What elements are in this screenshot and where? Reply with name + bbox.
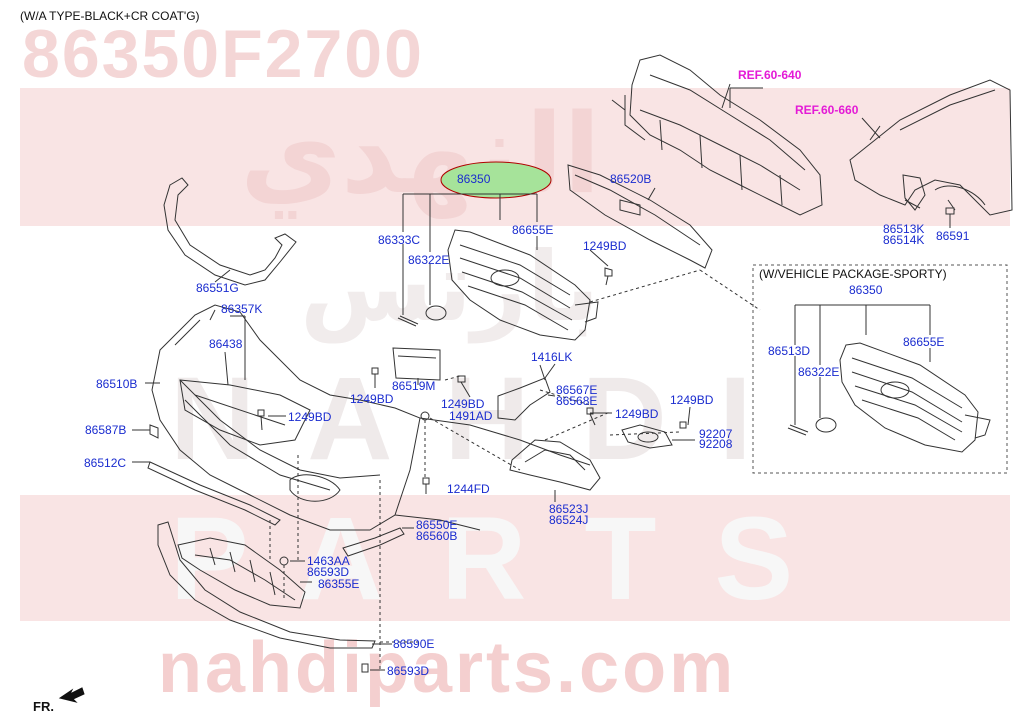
bolt-1249BD-e bbox=[586, 407, 596, 426]
label-86520B[interactable]: 86520B bbox=[610, 172, 652, 186]
label-86519M[interactable]: 86519M bbox=[392, 379, 436, 393]
label-86551G[interactable]: 86551G bbox=[196, 281, 239, 295]
label-1249BD-a[interactable]: 1249BD bbox=[583, 239, 627, 253]
label-86513D[interactable]: 86513D bbox=[768, 344, 811, 358]
watermark-website: nahdiparts.com bbox=[158, 628, 737, 708]
label-1249BD-e[interactable]: 1249BD bbox=[615, 407, 659, 421]
label-ref-60-640[interactable]: REF.60-640 bbox=[738, 68, 802, 82]
label-86655E-main[interactable]: 86655E bbox=[512, 223, 554, 237]
label-86591[interactable]: 86591 bbox=[936, 229, 970, 243]
watermark-part-number: 86350F2700 bbox=[22, 16, 424, 92]
bolt-1249BD-c bbox=[457, 375, 471, 398]
lower-strip-86512C bbox=[147, 461, 281, 526]
screw-1244FD bbox=[422, 477, 430, 494]
sporty-grille-drawing bbox=[839, 342, 991, 453]
label-86593D-a[interactable]: 86593D bbox=[307, 565, 350, 579]
leader-lines-86350 bbox=[402, 193, 538, 315]
label-1463AA[interactable]: 1463AA bbox=[307, 554, 350, 568]
front-carrier-drawing bbox=[611, 54, 823, 216]
fender-drawing bbox=[849, 79, 1013, 216]
label-86333C[interactable]: 86333C bbox=[378, 233, 421, 247]
front-arrow-icon bbox=[58, 687, 85, 703]
label-86590E[interactable]: 86590E bbox=[393, 637, 435, 651]
label-86322E-sporty[interactable]: 86322E bbox=[798, 365, 840, 379]
label-1249BD-b[interactable]: 1249BD bbox=[350, 392, 394, 406]
label-86355E[interactable]: 86355E bbox=[318, 577, 360, 591]
label-92208[interactable]: 92208 bbox=[699, 437, 733, 451]
label-86513K[interactable]: 86513K bbox=[883, 222, 925, 236]
impact-beam-drawing bbox=[567, 164, 713, 269]
watermark-parts-word: PARTS bbox=[170, 493, 852, 625]
label-1249BD-f[interactable]: 1249BD bbox=[670, 393, 714, 407]
watermark-arabic-brand: النهدي bbox=[240, 93, 601, 216]
label-ref-60-660[interactable]: REF.60-660 bbox=[795, 103, 859, 117]
side-bracket-drawing bbox=[497, 364, 551, 421]
label-86567E[interactable]: 86567E bbox=[556, 383, 598, 397]
front-direction-label: FR. bbox=[33, 699, 54, 714]
label-1249BD-d[interactable]: 1249BD bbox=[288, 410, 332, 424]
label-86655E-sporty[interactable]: 86655E bbox=[903, 335, 945, 349]
label-86587B[interactable]: 86587B bbox=[85, 423, 127, 437]
energy-absorber-drawing bbox=[177, 537, 306, 609]
label-86523J[interactable]: 86523J bbox=[549, 502, 589, 516]
grille-moulding-drawing bbox=[163, 177, 297, 286]
label-1244FD[interactable]: 1244FD bbox=[447, 482, 490, 496]
bolt-1249BD-f bbox=[679, 421, 687, 429]
diagram-caption: (W/A TYPE-BLACK+CR COAT'G) bbox=[20, 9, 200, 23]
dashed-guides bbox=[269, 269, 761, 672]
bolt-1249BD-d bbox=[257, 409, 265, 431]
license-bracket-drawing bbox=[392, 347, 441, 381]
clip-86587B bbox=[149, 424, 159, 439]
label-leaders bbox=[132, 87, 951, 671]
fog-lamp-drawing bbox=[621, 424, 673, 449]
bolt-1249BD-b bbox=[371, 367, 379, 388]
label-1249BD-c[interactable]: 1249BD bbox=[441, 397, 485, 411]
bolt-86591 bbox=[945, 207, 955, 222]
label-86593D-b[interactable]: 86593D bbox=[387, 664, 430, 678]
label-86524J[interactable]: 86524J bbox=[549, 513, 589, 527]
label-86512C[interactable]: 86512C bbox=[84, 456, 127, 470]
watermark-band-top bbox=[20, 88, 1010, 226]
label-86350-main[interactable]: 86350 bbox=[457, 172, 491, 186]
sporty-emblem-drawing bbox=[787, 417, 837, 436]
bolt-1249BD-a bbox=[589, 249, 613, 286]
sporty-package-box bbox=[752, 264, 1008, 474]
label-86560B[interactable]: 86560B bbox=[416, 529, 458, 543]
lower-grille-insert-drawing bbox=[179, 379, 311, 446]
trim-86550E-drawing bbox=[342, 527, 405, 557]
label-1491AD[interactable]: 1491AD bbox=[449, 409, 493, 423]
label-86357K[interactable]: 86357K bbox=[221, 302, 263, 316]
nut-1463AA bbox=[279, 556, 289, 566]
label-86322E-main[interactable]: 86322E bbox=[408, 253, 450, 267]
label-86438[interactable]: 86438 bbox=[209, 337, 243, 351]
label-1416LK[interactable]: 1416LK bbox=[531, 350, 573, 364]
emblem-main-drawing bbox=[397, 305, 447, 327]
sporty-box-caption: (W/VEHICLE PACKAGE-SPORTY) bbox=[759, 267, 947, 281]
label-86510B[interactable]: 86510B bbox=[96, 377, 138, 391]
watermark-band-bottom bbox=[20, 495, 1010, 621]
label-86568E[interactable]: 86568E bbox=[556, 394, 598, 408]
label-92207[interactable]: 92207 bbox=[699, 427, 733, 441]
highlight-oval bbox=[440, 161, 552, 199]
label-86350-sporty[interactable]: 86350 bbox=[849, 283, 883, 297]
screw-86593D-b bbox=[361, 663, 369, 673]
grille-drawing bbox=[447, 229, 599, 341]
label-86514K[interactable]: 86514K bbox=[883, 233, 925, 247]
label-86550E[interactable]: 86550E bbox=[416, 518, 458, 532]
fog-bezel-drawing bbox=[509, 439, 601, 491]
